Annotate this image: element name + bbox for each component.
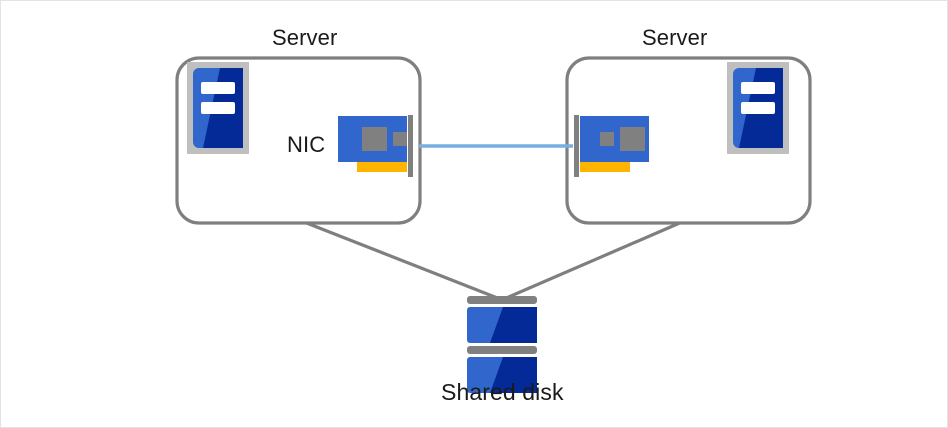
shared-disk-label: Shared disk bbox=[441, 379, 564, 405]
server-right-label: Server bbox=[642, 25, 708, 50]
server-tower-icon-right bbox=[727, 62, 789, 154]
nic-icon-left bbox=[338, 115, 413, 177]
server-left-label: Server bbox=[272, 25, 338, 50]
disk-link-right bbox=[503, 220, 683, 301]
disk-stack-icon bbox=[467, 296, 537, 393]
server-tower-icon-left bbox=[187, 62, 249, 154]
nic-icon-right bbox=[574, 115, 649, 177]
disk-link-left bbox=[303, 220, 501, 301]
nic-label: NIC bbox=[287, 132, 326, 157]
